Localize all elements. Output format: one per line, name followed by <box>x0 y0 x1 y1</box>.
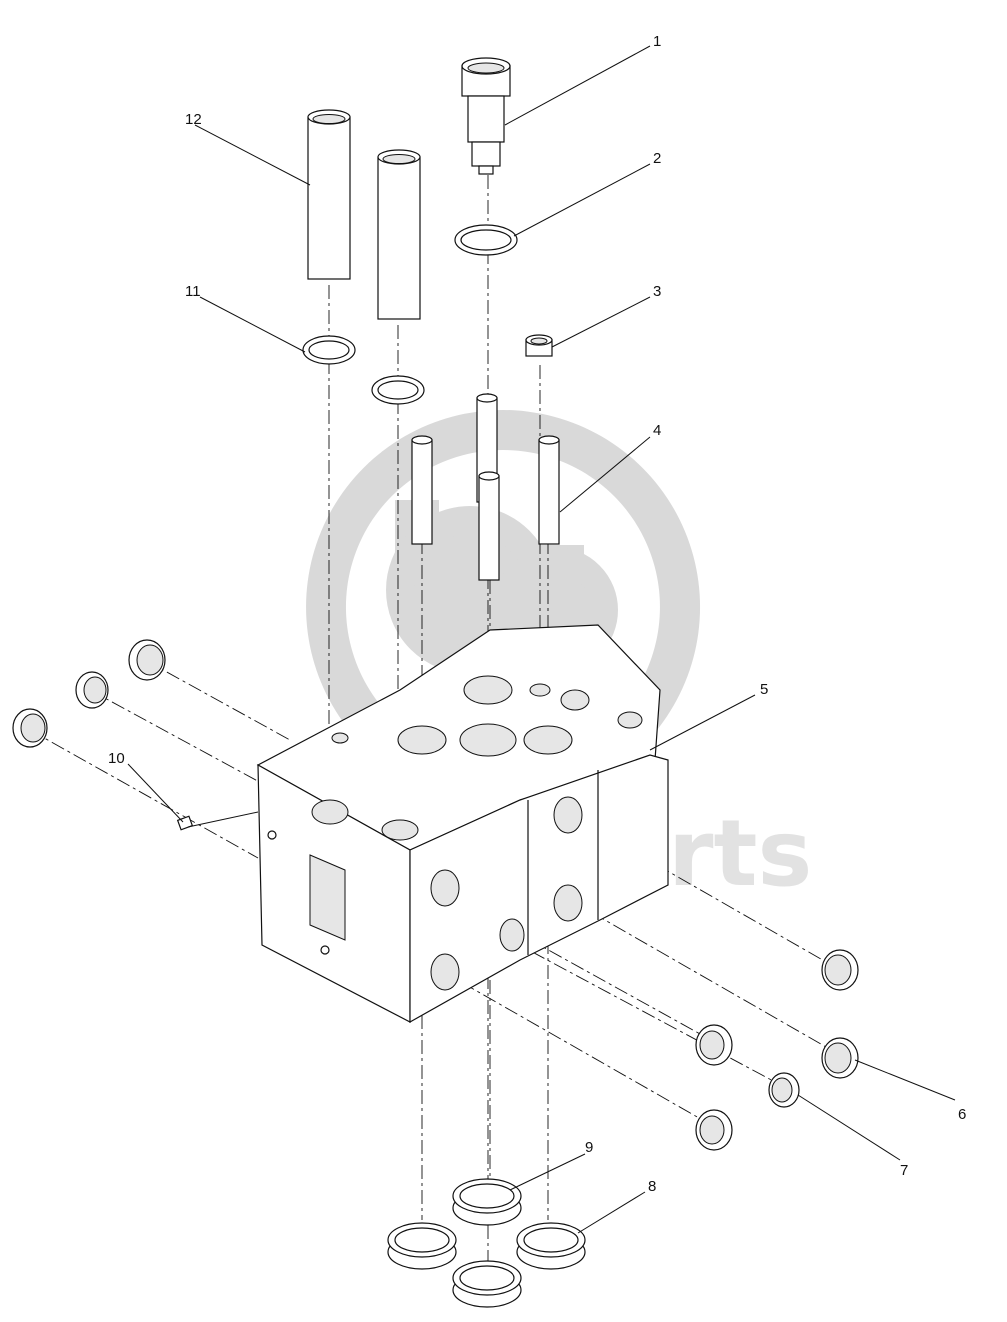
callout-12: 12 <box>185 111 202 128</box>
callout-2: 2 <box>653 150 661 167</box>
part-6-plugs <box>821 949 859 1079</box>
callout-1: 1 <box>653 33 661 50</box>
part-1-injector-sleeve <box>461 57 511 175</box>
part-12-tube-right <box>377 149 421 320</box>
part-9-seat-rings <box>452 1178 522 1308</box>
part-7-plugs <box>695 1024 800 1151</box>
callout-11: 11 <box>185 283 201 300</box>
part-11-o-rings <box>302 335 425 405</box>
part-3-cap <box>525 334 553 357</box>
left-plugs <box>12 639 166 748</box>
callouts: 1 2 3 4 5 6 7 8 9 10 11 12 <box>108 33 966 1195</box>
callout-6: 6 <box>958 1106 966 1123</box>
part-12-tube-left <box>307 109 351 280</box>
callout-5: 5 <box>760 681 768 698</box>
part-8-seat-rings <box>387 1222 586 1270</box>
part-2-ring <box>454 224 518 256</box>
leader-lines <box>127 45 956 1234</box>
callout-7: 7 <box>900 1162 908 1179</box>
part-5-cylinder-head <box>256 624 669 1024</box>
part-4-valve-guides <box>411 393 560 581</box>
callout-3: 3 <box>653 283 661 300</box>
callout-10: 10 <box>108 750 125 767</box>
callout-9: 9 <box>585 1139 593 1156</box>
callout-8: 8 <box>648 1178 656 1195</box>
callout-4: 4 <box>653 422 661 439</box>
